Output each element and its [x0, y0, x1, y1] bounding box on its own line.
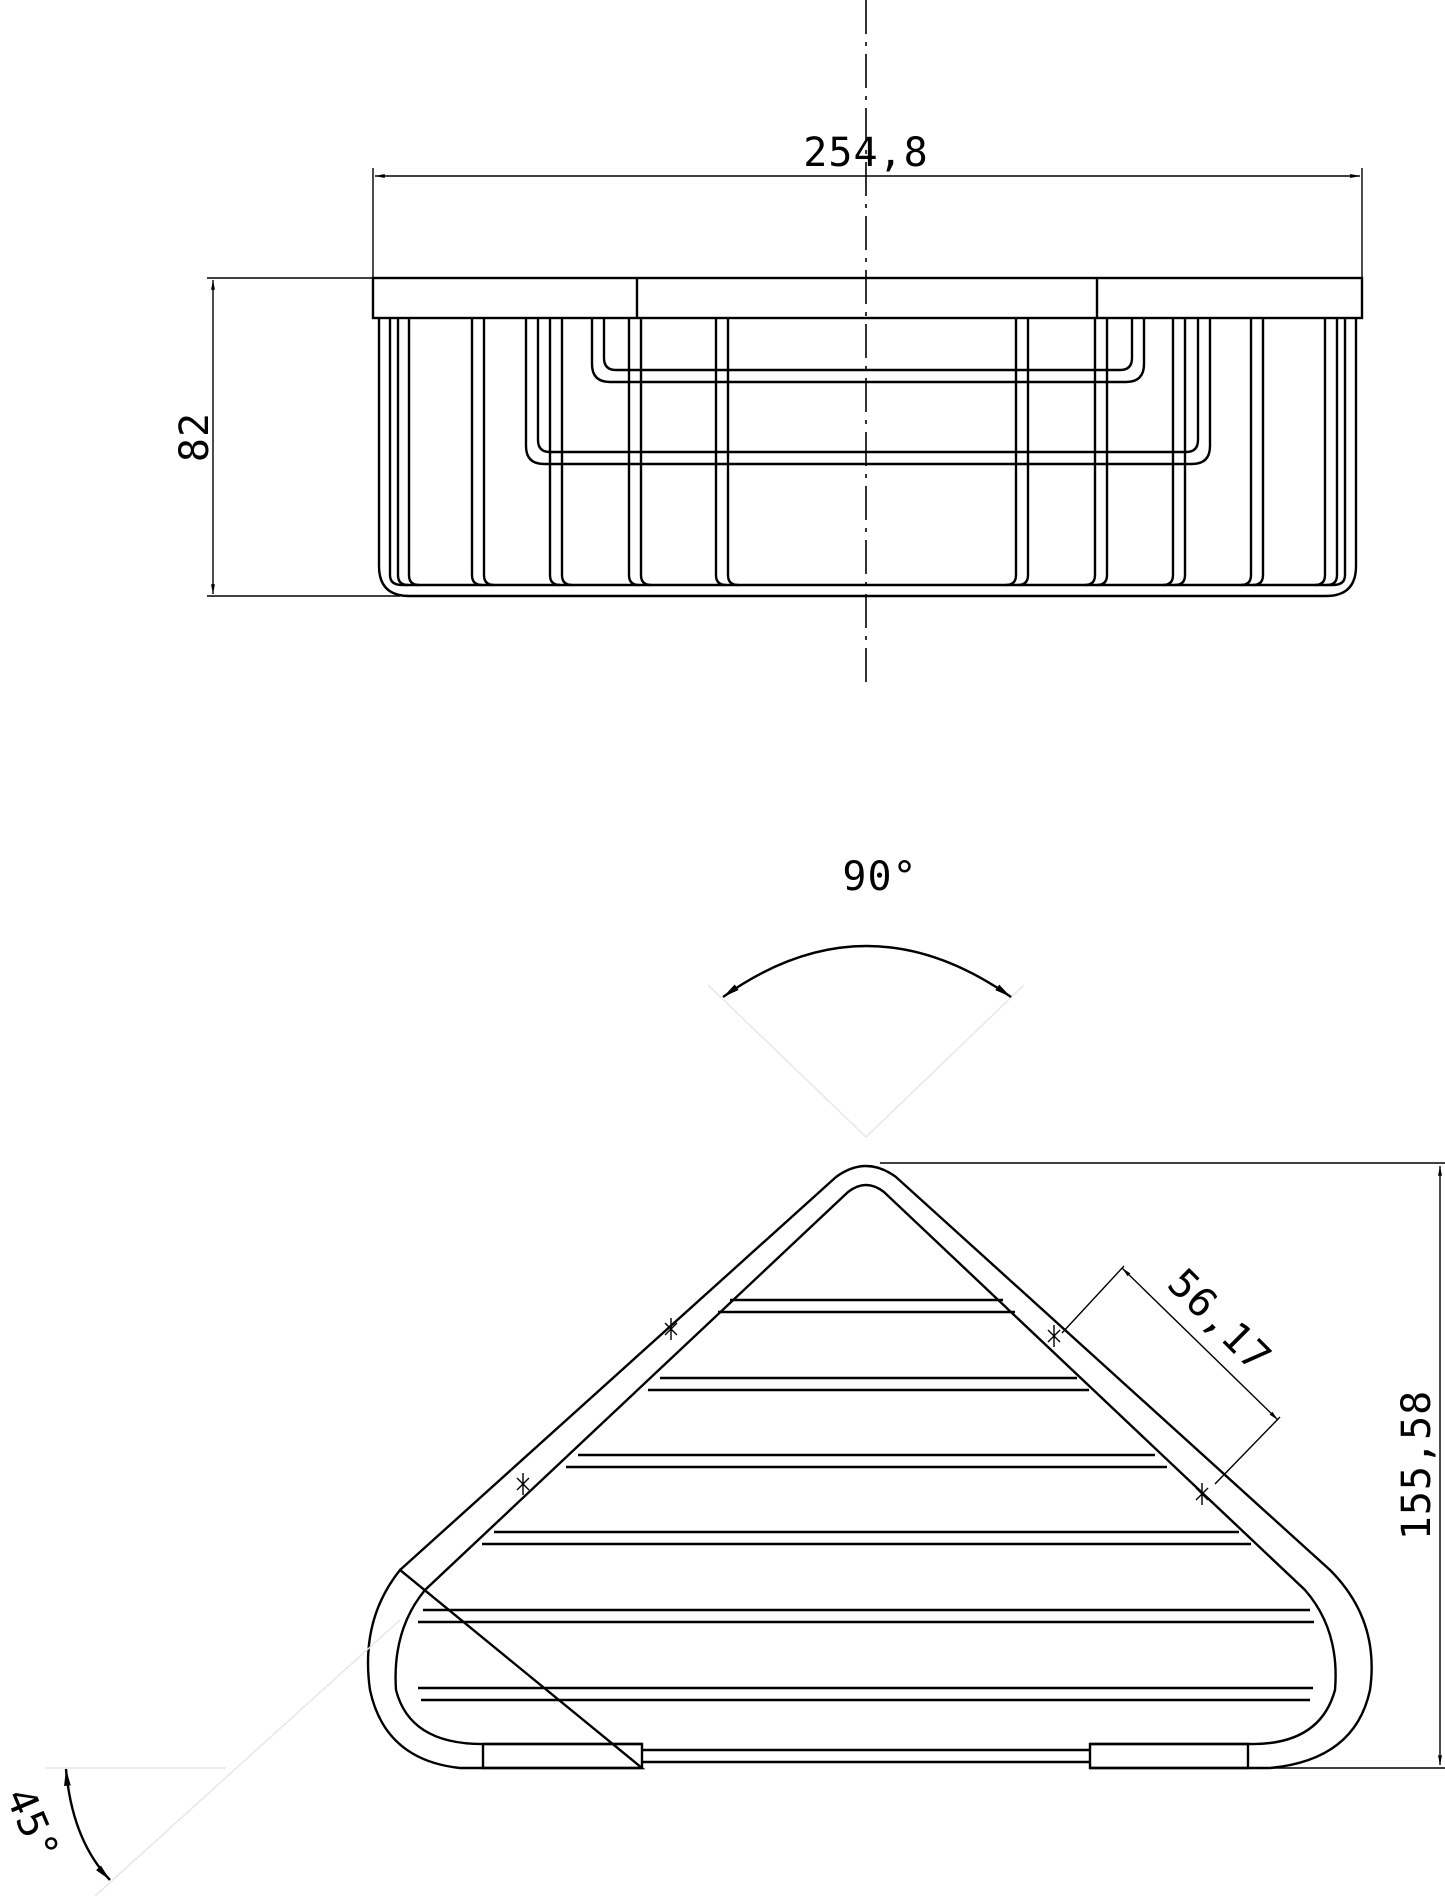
corner-angle-indicator: 90° — [707, 854, 1025, 1138]
side-angle-label: 45° — [0, 1781, 68, 1868]
left-mounting-plate — [481, 1742, 644, 1770]
corner-angle-label: 90° — [842, 854, 917, 900]
frame-outer — [366, 1164, 1373, 1770]
width-dimension-label: 254,8 — [803, 130, 928, 176]
front-elevation-view: 254,8 82 — [172, 0, 1364, 685]
plan-view: 90° — [0, 854, 1445, 1896]
basket-outer-frame — [377, 318, 1358, 598]
right-mounting-plate — [1088, 1742, 1250, 1770]
frame-inner — [394, 1183, 1337, 1746]
lower-rail-wire — [524, 318, 1212, 466]
side-angle-indicator: 45° — [0, 1619, 401, 1896]
depth-dimension: 155,58 — [880, 1162, 1445, 1769]
frame-outer-left-edge — [399, 1176, 837, 1571]
vertical-wires — [396, 318, 1339, 587]
floor-slats — [418, 1298, 1314, 1702]
height-dimension: 82 — [172, 277, 400, 597]
width-dimension: 254,8 — [372, 130, 1363, 280]
basket-inner-frame — [388, 318, 1347, 587]
top-plate — [371, 276, 1364, 320]
bracket-spacing-dimension: 56,17 — [1061, 1260, 1281, 1485]
depth-dimension-label: 155,58 — [1394, 1390, 1440, 1541]
upper-rail-wire — [590, 318, 1146, 384]
height-dimension-label: 82 — [172, 412, 218, 462]
bracket-markers — [516, 1318, 1209, 1505]
